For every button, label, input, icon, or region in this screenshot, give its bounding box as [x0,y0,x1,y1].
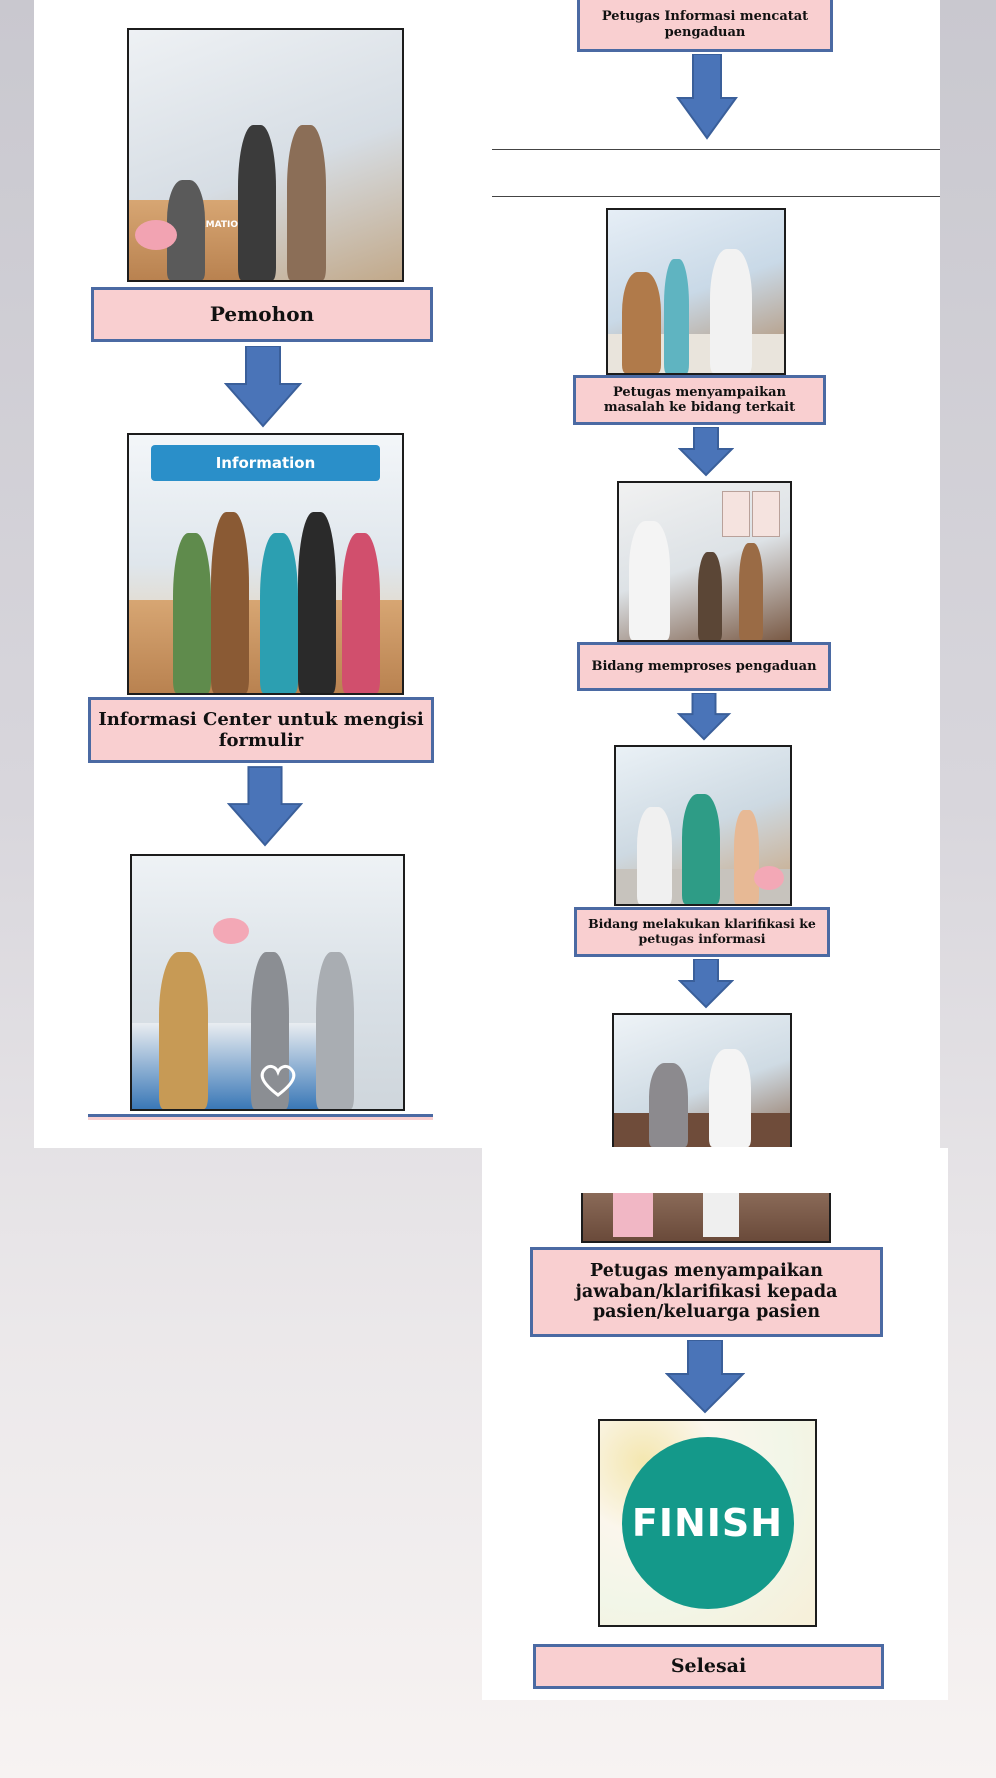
arrow-down-icon [224,346,302,428]
step-informasi-center: Informasi Center untuk mengisi formulir [88,697,434,763]
clarification-photo [614,745,792,906]
flower-icon [135,220,177,250]
step-pemohon: Pemohon [91,287,433,342]
step-box-partial-edge [88,1114,433,1120]
flower-icon [754,866,784,890]
step-petugas-mencatat-label: Petugas Informasi mencatat pengaduan [601,9,809,40]
divider-line [492,196,940,197]
information-sign-text: INFORMATION [174,220,246,230]
arrow-down-icon [676,54,738,140]
information-desk-photo-continued [581,1193,831,1243]
arrow-down-icon [665,1340,745,1414]
step-menyampaikan-jawaban-label: Petugas menyampaikan jawaban/klarifikasi… [575,1261,838,1323]
anatomy-poster-icon [752,491,780,537]
department-processing-photo [617,481,792,642]
step-pemohon-label: Pemohon [209,301,315,326]
step-bidang-memproses: Bidang memproses pengaduan [577,642,831,691]
dress-figure [613,1193,653,1237]
information-center-photo: Information [127,433,404,695]
information-desk-photo [612,1013,792,1147]
step-bidang-memproses-label: Bidang memproses pengaduan [591,658,817,674]
arrow-down-icon [678,959,734,1009]
information-banner: Information [150,445,381,482]
arrow-down-icon [676,693,732,741]
coat-figure [703,1193,739,1237]
arrow-down-icon [678,427,734,477]
step-informasi-center-label: Informasi Center untuk mengisi formulir [98,708,424,751]
heart-logo-icon [257,1063,299,1097]
step-klarifikasi: Bidang melakukan klarifikasi ke petugas … [574,907,830,957]
finish-text: FINISH [631,1501,784,1545]
information-banner-text: Information [215,454,316,473]
form-filling-photo [130,854,405,1111]
applicant-photo: INFORMATION [127,28,404,282]
step-selesai-label: Selesai [670,1655,747,1678]
finish-photo: FINISH [598,1419,817,1627]
anatomy-poster-icon [722,491,750,537]
step-menyampaikan-jawaban: Petugas menyampaikan jawaban/klarifikasi… [530,1247,883,1337]
flower-icon [213,918,250,944]
step-menyampaikan-masalah: Petugas menyampaikan masalah ke bidang t… [573,375,826,425]
divider-line [492,149,940,150]
step-klarifikasi-label: Bidang melakukan klarifikasi ke petugas … [588,916,816,946]
step-petugas-mencatat: Petugas Informasi mencatat pengaduan [577,0,833,52]
arrow-down-icon [227,766,303,847]
doctor-consultation-photo [606,208,786,375]
step-menyampaikan-masalah-label: Petugas menyampaikan masalah ke bidang t… [603,384,796,415]
finish-badge: FINISH [621,1437,794,1609]
step-selesai: Selesai [533,1644,884,1689]
